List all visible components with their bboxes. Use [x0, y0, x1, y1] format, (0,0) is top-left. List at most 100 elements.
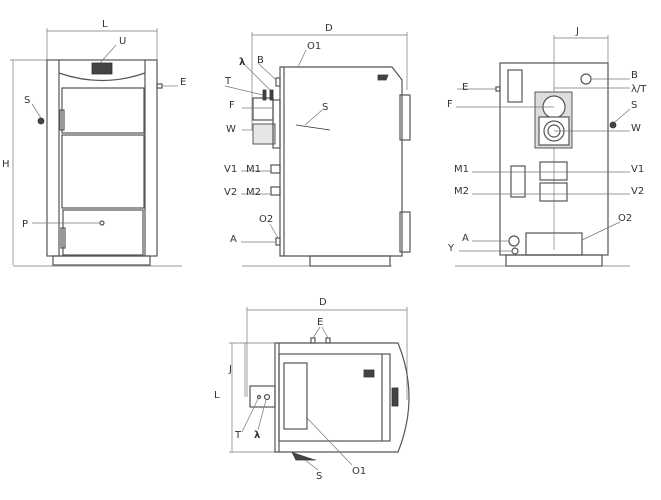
label-M2: M2	[454, 186, 469, 197]
vent-grille	[363, 369, 375, 378]
label-M2: M2	[246, 187, 261, 198]
label-E: E	[317, 317, 323, 328]
sensor-T	[262, 89, 267, 101]
label-M1: M1	[454, 164, 469, 175]
leader-line	[305, 416, 353, 466]
label-Y: Y	[447, 243, 455, 254]
label-W: W	[631, 123, 641, 134]
leader-line	[304, 459, 319, 471]
top-view: D E L J T λ S O1	[214, 297, 410, 482]
label-V2: V2	[631, 186, 644, 197]
back-view: J B λ/T S W E F M1 M2 V1 V2 O2 A Y	[447, 26, 647, 267]
leader-line	[614, 108, 631, 123]
sensor-T	[256, 394, 262, 400]
point-P	[99, 220, 105, 226]
door-handle	[59, 109, 65, 131]
leader-line	[99, 44, 117, 64]
label-lambda-T: λ/T	[631, 84, 647, 95]
connection-A	[508, 235, 520, 247]
upper-door	[61, 87, 145, 134]
flue-flange	[272, 99, 281, 149]
connection-V2-M2	[539, 182, 568, 202]
label-S: S	[631, 100, 637, 111]
base	[52, 255, 151, 266]
leader-line	[581, 221, 621, 241]
connection-Y	[511, 247, 519, 255]
leader-line	[257, 399, 267, 431]
label-O1: O1	[307, 41, 321, 52]
control-panel-curve	[58, 72, 146, 82]
label-F: F	[447, 99, 453, 110]
control-display	[391, 387, 399, 407]
label-M1: M1	[246, 164, 261, 175]
sensor-S	[291, 451, 316, 461]
flue-outline	[252, 97, 274, 121]
connection-V1-M1	[270, 164, 281, 174]
label-T: T	[234, 430, 242, 441]
door-side	[399, 94, 411, 141]
front-view: L U E S H P	[2, 19, 186, 267]
base	[309, 255, 391, 267]
connection-E	[325, 337, 331, 344]
connection-B	[275, 77, 281, 87]
leader-line	[269, 223, 279, 239]
boiler-body-side	[279, 66, 403, 257]
label-S: S	[24, 95, 30, 106]
connection-B	[580, 73, 592, 85]
door-handle	[60, 227, 66, 249]
label-S: S	[316, 471, 322, 482]
connection-E	[156, 83, 163, 89]
sensor-S	[295, 124, 331, 131]
label-A: A	[230, 234, 237, 245]
leader-line	[224, 85, 264, 96]
cleaning-cover-O1	[283, 362, 308, 430]
vent-grille	[377, 74, 389, 81]
sensor-S	[37, 117, 45, 125]
base	[505, 254, 603, 267]
label-D: D	[319, 297, 327, 308]
label-H: H	[2, 159, 10, 170]
connection-E	[495, 86, 501, 92]
label-O1: O1	[352, 466, 366, 477]
leader-line	[321, 326, 329, 339]
label-V1: V1	[631, 164, 644, 175]
label-lambda: λ	[239, 57, 246, 68]
label-O2: O2	[259, 214, 273, 225]
ash-door-side	[399, 211, 411, 253]
leader-line	[241, 398, 259, 433]
flue-pipe	[249, 385, 276, 408]
label-L: L	[102, 19, 108, 30]
boiler-body-top	[274, 342, 410, 453]
label-U: U	[119, 36, 126, 47]
ash-door	[62, 209, 144, 256]
access-cover	[507, 69, 523, 103]
leader-line	[243, 63, 271, 91]
top-cover	[278, 353, 391, 442]
leader-line	[304, 109, 323, 126]
leader-line	[312, 326, 321, 339]
cleaning-cover-O2	[525, 232, 583, 256]
sensor-lambda	[263, 393, 271, 401]
label-L: L	[214, 390, 220, 401]
label-E: E	[180, 77, 186, 88]
control-display	[91, 62, 113, 75]
label-S: S	[322, 102, 328, 113]
label-T: T	[224, 76, 232, 87]
leader-line	[257, 62, 277, 81]
side-view: D O1 B λ T F W V1 M1 V2 M2 O2 A S	[224, 23, 411, 267]
label-W: W	[226, 124, 236, 135]
sensor-S	[609, 121, 617, 129]
sensor-lambda	[269, 89, 274, 101]
label-B: B	[631, 70, 638, 81]
label-J: J	[575, 26, 579, 37]
leader-line	[31, 103, 42, 119]
label-V1: V1	[224, 164, 237, 175]
connection-V1-M1	[539, 161, 568, 181]
label-F: F	[229, 100, 235, 111]
label-V2: V2	[224, 187, 237, 198]
label-B: B	[257, 55, 264, 66]
cover-plate	[510, 165, 526, 198]
label-D: D	[325, 23, 333, 34]
label-P: P	[22, 219, 28, 230]
